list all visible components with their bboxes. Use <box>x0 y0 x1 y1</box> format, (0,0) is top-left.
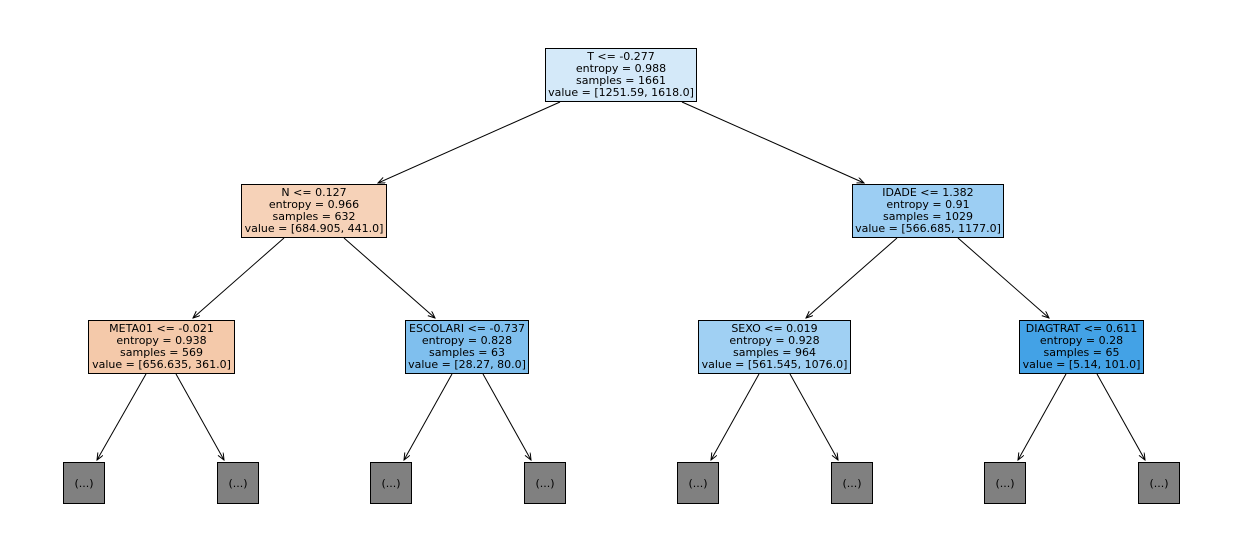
truncated-leaf: (...) <box>524 462 566 504</box>
edge-left-leftleft <box>193 237 285 318</box>
node-line: value = [566.685, 1177.0] <box>855 222 1001 235</box>
node-line: samples = 63 <box>429 346 505 359</box>
node-line: samples = 65 <box>1043 346 1120 359</box>
node-line: value = [656.635, 361.0] <box>92 358 231 371</box>
node-line: value = [1251.59, 1618.0] <box>548 86 694 99</box>
edge-right-rightright <box>957 237 1049 318</box>
node-line: entropy = 0.928 <box>729 334 820 347</box>
edge-root-left <box>378 101 561 183</box>
node-line: value = [5.14, 101.0] <box>1022 358 1141 371</box>
node-line: entropy = 0.28 <box>1039 334 1124 347</box>
tree-node-left-right: ESCOLARI <= -0.737 entropy = 0.828 sampl… <box>405 320 529 374</box>
truncated-leaf: (...) <box>217 462 259 504</box>
node-line: entropy = 0.91 <box>886 198 970 211</box>
edge-root-right <box>681 101 864 183</box>
edge-ll-leaf2 <box>175 373 224 460</box>
node-line: ESCOLARI <= -0.737 <box>409 322 525 335</box>
node-line: N <= 0.127 <box>281 186 347 199</box>
edge-rl-leaf1 <box>711 373 760 460</box>
tree-node-left-left: META01 <= -0.021 entropy = 0.938 samples… <box>88 320 235 374</box>
node-line: entropy = 0.938 <box>116 334 207 347</box>
edge-left-leftright <box>343 237 435 318</box>
edge-ll-leaf1 <box>97 373 147 460</box>
edge-lr-leaf2 <box>482 373 531 460</box>
edge-right-rightleft <box>806 237 898 318</box>
node-line: entropy = 0.988 <box>575 62 667 75</box>
node-line: SEXO <= 0.019 <box>731 322 818 335</box>
node-line: T <= -0.277 <box>587 50 655 63</box>
edge-lr-leaf1 <box>404 373 453 460</box>
node-line: samples = 569 <box>120 346 203 359</box>
truncated-leaf: (...) <box>1138 462 1180 504</box>
node-line: value = [684.905, 441.0] <box>244 222 384 235</box>
node-line: samples = 1661 <box>576 74 666 87</box>
truncated-leaf: (...) <box>370 462 412 504</box>
node-line: entropy = 0.828 <box>421 334 513 347</box>
node-line: DIAGTRAT <= 0.611 <box>1025 322 1138 335</box>
tree-node-left: N <= 0.127 entropy = 0.966 samples = 632… <box>241 184 387 238</box>
tree-node-root: T <= -0.277 entropy = 0.988 samples = 16… <box>545 48 697 102</box>
truncated-leaf: (...) <box>677 462 719 504</box>
edge-rl-leaf2 <box>789 373 838 460</box>
tree-node-right: IDADE <= 1.382 entropy = 0.91 samples = … <box>852 184 1004 238</box>
truncated-leaf: (...) <box>984 462 1026 504</box>
edge-rr-leaf2 <box>1096 373 1145 460</box>
node-line: META01 <= -0.021 <box>109 322 214 335</box>
node-line: samples = 964 <box>733 346 816 359</box>
node-line: samples = 632 <box>272 210 356 223</box>
truncated-leaf: (...) <box>63 462 105 504</box>
tree-node-right-right: DIAGTRAT <= 0.611 entropy = 0.28 samples… <box>1019 320 1144 374</box>
truncated-leaf: (...) <box>831 462 873 504</box>
node-line: value = [28.27, 80.0] <box>408 358 526 371</box>
edge-rr-leaf1 <box>1018 373 1067 460</box>
tree-node-right-left: SEXO <= 0.019 entropy = 0.928 samples = … <box>698 320 851 374</box>
node-line: entropy = 0.966 <box>268 198 360 211</box>
node-line: value = [561.545, 1076.0] <box>701 358 848 371</box>
node-line: IDADE <= 1.382 <box>882 186 974 199</box>
node-line: samples = 1029 <box>883 210 973 223</box>
